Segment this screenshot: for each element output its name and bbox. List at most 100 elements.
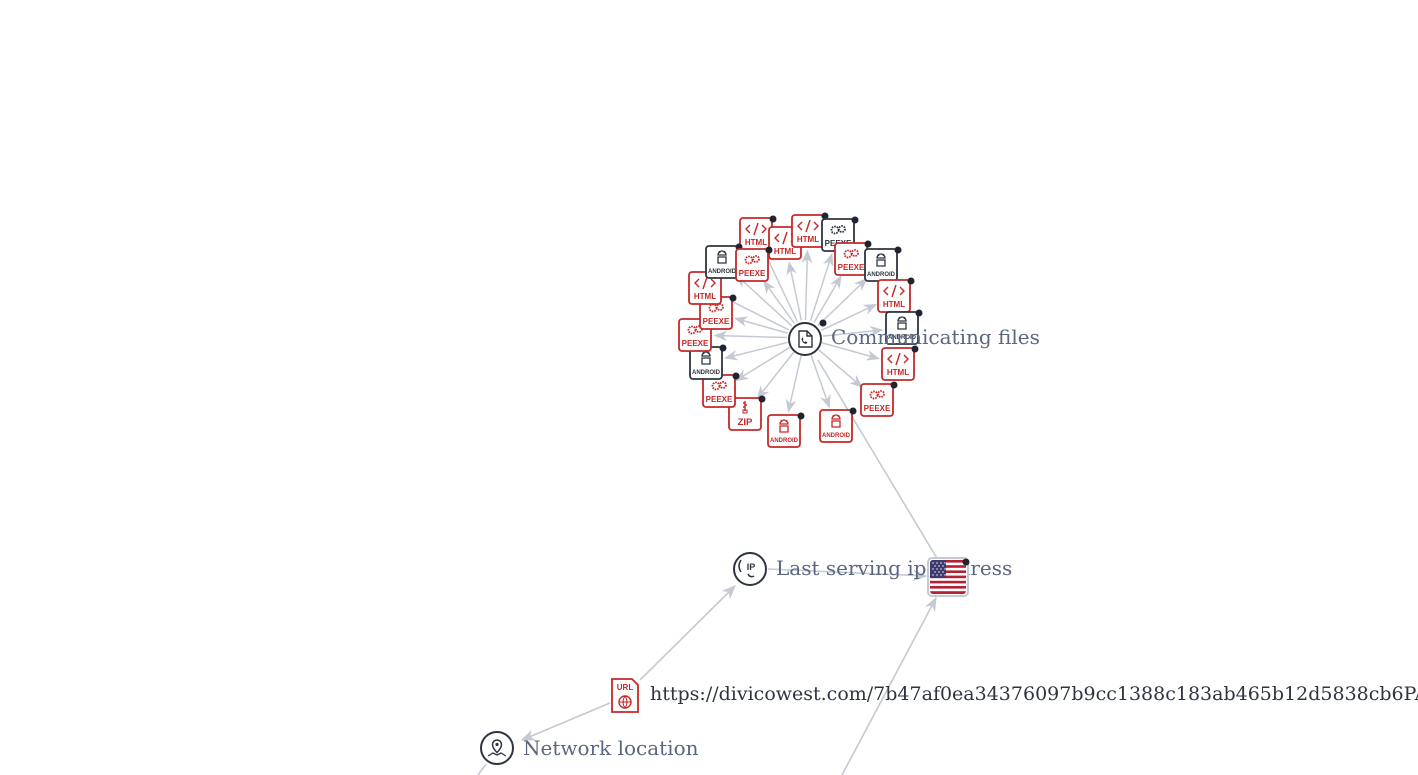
file-type-tag: PEEXE (739, 269, 766, 278)
code-icon (745, 222, 767, 236)
file-node-frame (885, 311, 919, 345)
spoke-edge (733, 316, 788, 334)
country-flag-node[interactable] (927, 557, 970, 597)
file-type-tag: ANDROID (692, 370, 721, 376)
spoke-edge (735, 274, 793, 327)
spoke-edge (822, 325, 884, 337)
code-icon (883, 284, 905, 298)
file-type-tag: PEEXE (864, 404, 891, 413)
communicating-files-label: Communicating files (831, 325, 1040, 349)
us-flag-icon (930, 560, 966, 594)
edge-network-down (477, 763, 487, 775)
spoke-edge (820, 303, 878, 331)
edge-url-to-network (520, 702, 611, 741)
file-node-frame (819, 409, 853, 443)
status-dot (765, 246, 773, 254)
file-type-tag: ANDROID (708, 269, 737, 275)
code-icon (887, 352, 909, 366)
network-location-node[interactable] (480, 731, 514, 765)
spoke-edge (762, 280, 796, 324)
file-node-peexe[interactable]: PEEXE (702, 372, 740, 408)
spoke-edge (785, 355, 802, 413)
file-node-frame (688, 271, 722, 305)
file-type-tag: ANDROID (822, 433, 851, 439)
last-serving-ip-label: Last serving ip address (776, 556, 1012, 580)
android-icon (876, 253, 886, 267)
status-dot (732, 372, 740, 380)
last-serving-ip-node[interactable]: IP (733, 552, 767, 586)
file-type-tag: HTML (887, 368, 909, 377)
file-type-tag: HTML (883, 300, 905, 309)
status-dot (797, 412, 805, 420)
spoke-edge (763, 250, 799, 323)
file-type-tag: ANDROID (867, 272, 896, 278)
edge-hub-to-flag (817, 359, 939, 561)
android-icon (717, 250, 727, 264)
code-icon (797, 219, 819, 233)
file-type-tag: PEEXE (682, 339, 709, 348)
file-node-peexe[interactable]: PEEXE (735, 246, 773, 282)
file-node-frame (860, 383, 894, 417)
android-icon (897, 316, 907, 330)
status-dot (851, 216, 859, 224)
status-dot (890, 381, 898, 389)
status-dot (719, 344, 727, 352)
file-type-tag: PEEXE (703, 317, 730, 326)
status-dot (821, 212, 829, 220)
file-node-peexe[interactable]: PEEXE (860, 381, 898, 417)
file-node-peexe[interactable]: PEEXE (699, 294, 737, 330)
android-icon (831, 414, 841, 428)
status-dot (769, 215, 777, 223)
file-type-tag: HTML (797, 235, 819, 244)
spoke-edge (810, 354, 831, 409)
status-dot (758, 395, 766, 403)
spoke-edge (721, 296, 790, 331)
spoke-edge (817, 277, 868, 327)
file-type-tag: ANDROID (770, 438, 799, 444)
spoke-edge (786, 261, 803, 321)
url-node-tag: URL (617, 683, 634, 692)
network-location-label: Network location (523, 736, 699, 760)
file-node-frame (735, 248, 769, 282)
file-type-tag: ANDROID (888, 335, 917, 341)
ip-phone-icon (733, 552, 767, 586)
url-node[interactable]: URL (611, 678, 639, 713)
communicating-file-nodes: HTMLHTMLHTMLPEEXEPEEXEANDROIDHTMLANDROID… (678, 212, 923, 448)
file-type-tag: PEEXE (706, 395, 733, 404)
status-dot (907, 277, 915, 285)
edge-url-to-ip (639, 584, 737, 681)
status-dot (894, 246, 902, 254)
map-pin-icon (480, 731, 514, 765)
status-dot (915, 309, 923, 317)
file-node-android[interactable]: ANDROID (864, 246, 902, 282)
file-node-frame (881, 347, 915, 381)
url-label: https://divicowest.com/7b47af0ea34376097… (650, 683, 1418, 705)
edge-ip-to-flag (767, 568, 928, 582)
status-dot (911, 345, 919, 353)
file-node-zip[interactable]: ZIP (728, 395, 766, 431)
file-node-frame (767, 414, 801, 448)
spoke-edge (724, 341, 788, 361)
edge-bottom-to-flag (841, 596, 937, 775)
file-node-android[interactable]: ANDROID (689, 344, 727, 380)
ip-glyph: IP (747, 562, 756, 572)
android-icon (779, 419, 789, 433)
spoke-edge (801, 249, 813, 321)
file-node-html[interactable]: HTML (791, 212, 829, 248)
file-node-android[interactable]: ANDROID (767, 412, 805, 448)
file-node-android[interactable]: ANDROID (885, 309, 923, 345)
spoke-edge (813, 275, 842, 323)
file-node-android[interactable]: ANDROID (819, 407, 857, 443)
communicating-files-node[interactable] (788, 319, 827, 356)
spoke-edge (809, 252, 834, 322)
spoke-edge (822, 342, 881, 361)
file-node-html[interactable]: HTML (881, 345, 919, 381)
code-icon (694, 276, 716, 290)
status-dot (819, 319, 827, 327)
file-phone-icon (798, 330, 813, 348)
file-node-html[interactable]: HTML (877, 277, 915, 313)
file-type-tag: PEEXE (838, 263, 865, 272)
spoke-edge (734, 346, 791, 382)
status-dot (864, 240, 872, 248)
